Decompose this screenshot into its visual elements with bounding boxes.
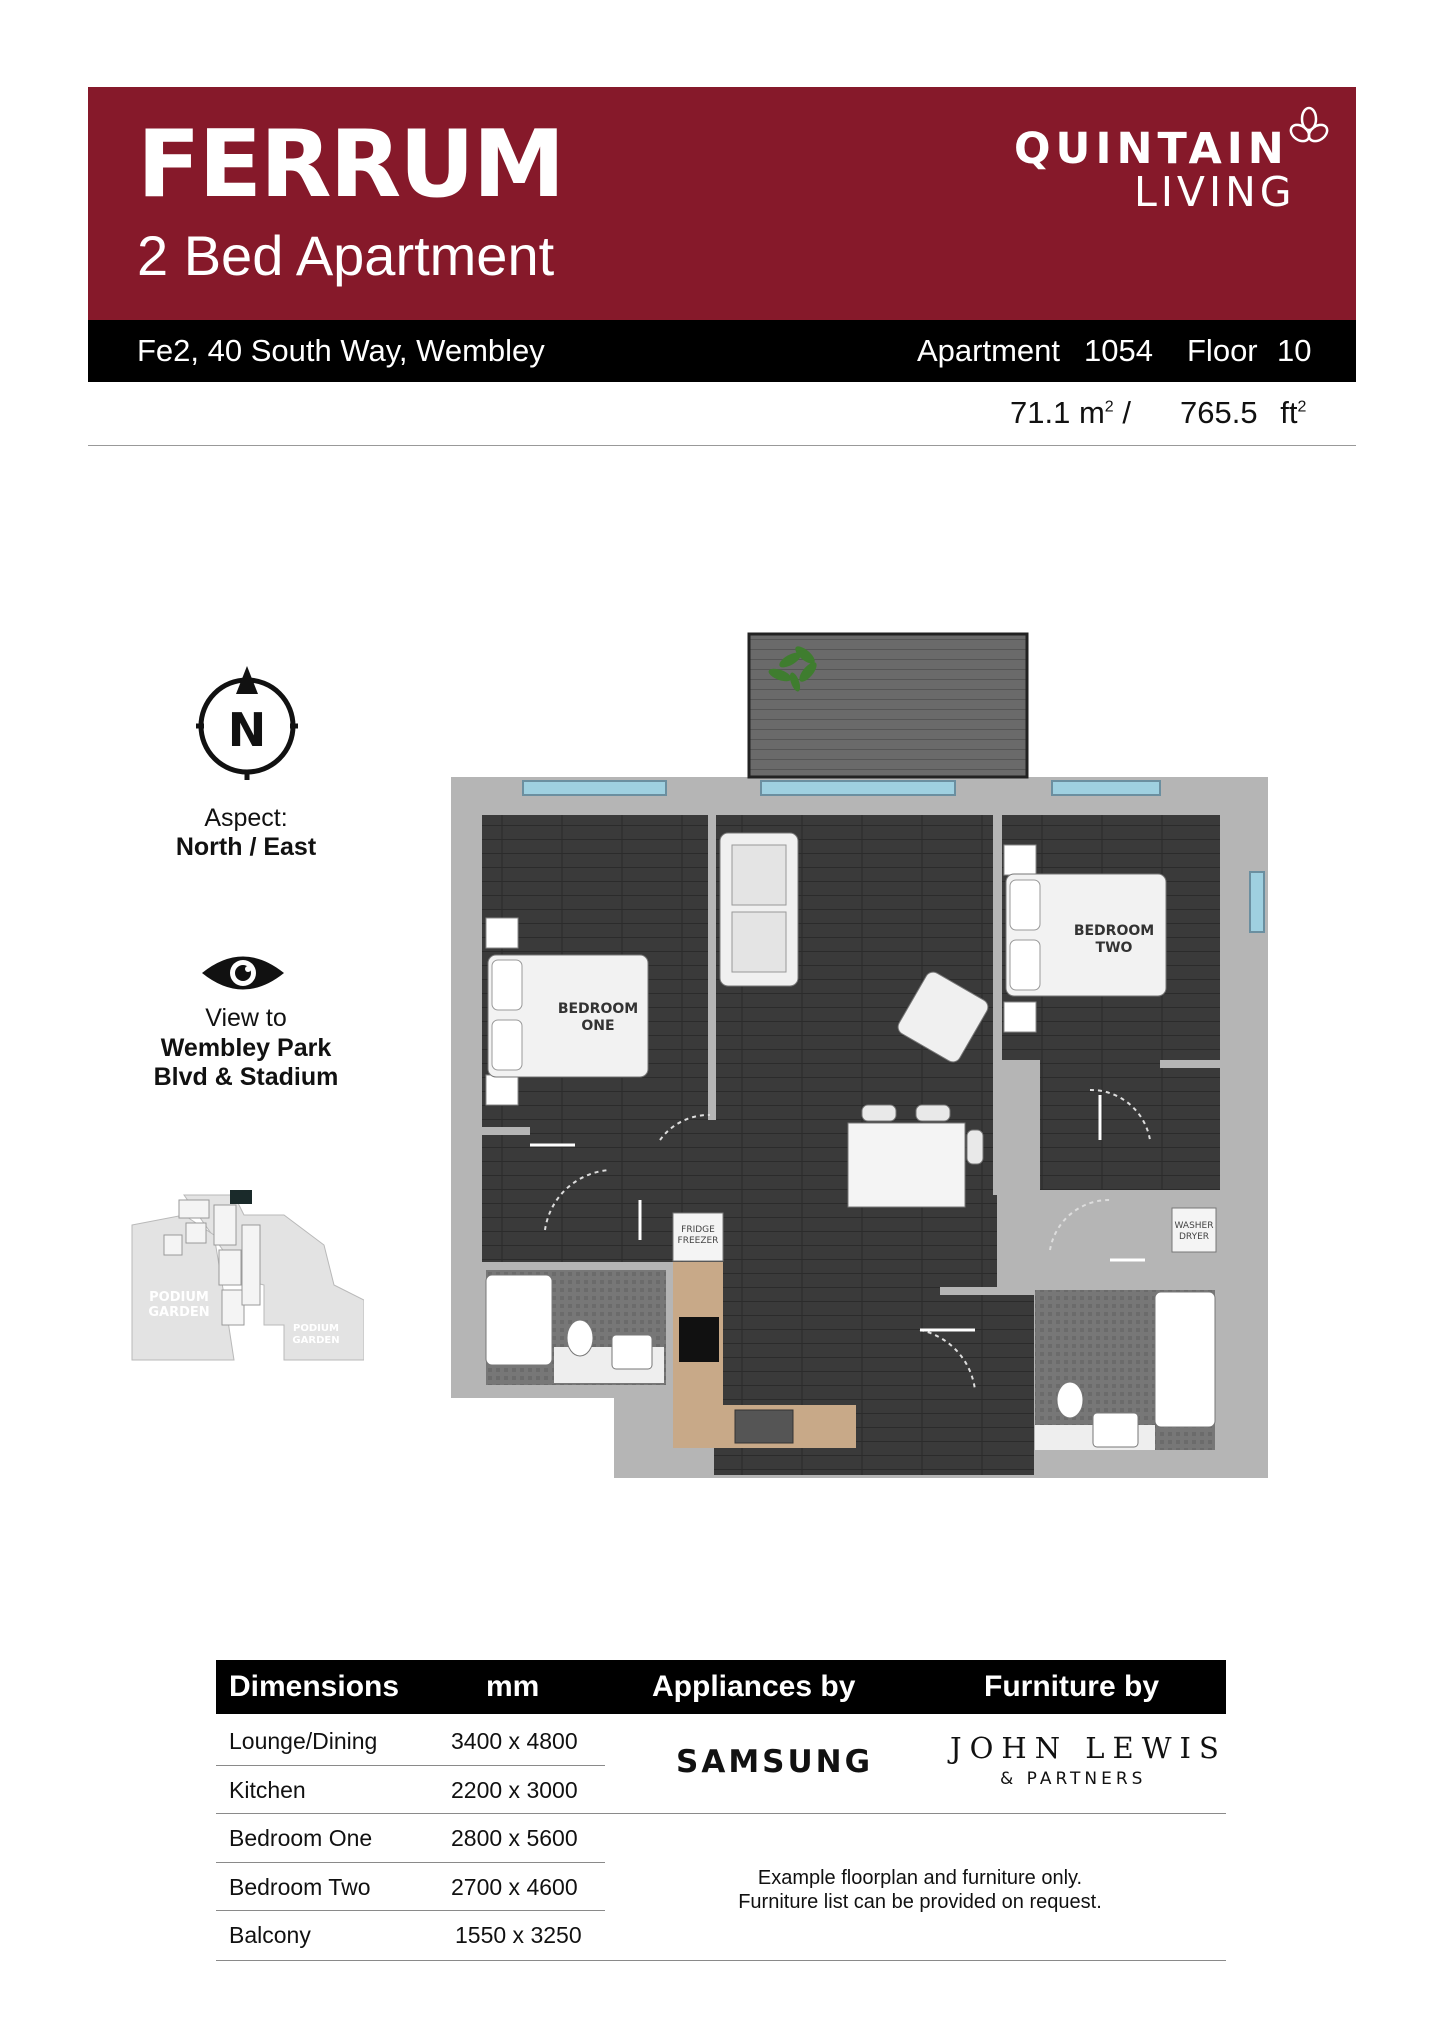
divider (88, 445, 1356, 446)
garden1-l2: GARDEN (148, 1305, 209, 1320)
washer-dryer (1171, 1207, 1217, 1253)
aspect-label: Aspect: (204, 804, 288, 832)
area-sqft: 765.5 ft2 (1180, 397, 1306, 428)
area-separator: / (1122, 395, 1131, 430)
john-lewis-partners: & PARTNERS (1000, 1769, 1147, 1789)
view-line2: Blvd & Stadium (153, 1063, 339, 1091)
fridge-label-l1: FRIDGE (681, 1225, 715, 1235)
area-sqft-value: 765.5 (1180, 395, 1258, 430)
floor-number: 10 (1277, 333, 1312, 368)
area-sqft-unit: ft (1280, 395, 1298, 430)
bedroom-two-bed: BEDROOM TWO (1003, 844, 1167, 1033)
floor-label: Floor (1187, 333, 1258, 368)
row-room: Kitchen (229, 1777, 306, 1803)
apartment-label: Apartment (917, 333, 1061, 368)
quintain-logo-icon (1289, 106, 1329, 143)
bedroom-one-label-l1: BEDROOM (558, 1001, 638, 1017)
development-title: FERRUM (137, 110, 565, 218)
header-banner (88, 87, 1356, 320)
brand-subname: LIVING (1134, 168, 1296, 216)
table-header (216, 1660, 1226, 1714)
garden1-l1: PODIUM (149, 1290, 209, 1305)
row-size: 2800 x 5600 (451, 1825, 578, 1851)
row-room: Balcony (229, 1922, 311, 1948)
area-sqm: 71.1 m2 / (1010, 397, 1131, 428)
garden2-l2: GARDEN (292, 1335, 339, 1346)
apartment-number: 1054 (1084, 333, 1153, 368)
fridge-freezer (672, 1212, 724, 1262)
th-appliances: Appliances by (652, 1670, 856, 1703)
bedroom-one-bed: BEDROOM ONE (485, 917, 649, 1106)
sink (734, 1409, 794, 1444)
address: Fe2, 40 South Way, Wembley (137, 333, 545, 368)
dining-table (847, 1122, 966, 1208)
brand-name: QUINTAIN (1014, 124, 1289, 174)
th-furniture: Furniture by (984, 1670, 1160, 1703)
row-size: 1550 x 3250 (455, 1922, 582, 1948)
bedroom-two-label-l2: TWO (1096, 940, 1133, 956)
row-size: 2200 x 3000 (451, 1777, 578, 1803)
bedroom-one-label-l2: ONE (581, 1018, 614, 1034)
area-sqft-sup: 2 (1297, 398, 1307, 416)
compass-icon: N (196, 666, 298, 780)
row-room: Lounge/Dining (229, 1728, 378, 1754)
th-mm: mm (486, 1670, 540, 1703)
row-divider (216, 1765, 605, 1766)
plant-icon (768, 646, 817, 692)
address-bar (88, 320, 1356, 382)
row-room: Bedroom Two (229, 1874, 371, 1900)
view-label: View to (205, 1004, 287, 1032)
row-divider (216, 1960, 1226, 1961)
samsung-logo: SAMSUNG (676, 1744, 874, 1780)
garden2-l1: PODIUM (293, 1323, 339, 1334)
note-line1: Example floorplan and furniture only. (757, 1867, 1083, 1889)
john-lewis-logo: JOHN LEWIS (950, 1731, 1227, 1765)
fridge-label-l2: FREEZER (678, 1236, 719, 1246)
compass-letter: N (228, 703, 267, 757)
area-sqm-unit: m (1078, 395, 1105, 430)
armchair (897, 971, 989, 1063)
eye-icon (202, 956, 284, 990)
row-size: 2700 x 4600 (451, 1874, 578, 1900)
area-sqm-value: 71.1 (1010, 395, 1071, 430)
note-line2: Furniture list can be provided on reques… (738, 1891, 1102, 1913)
floor-plan: BEDROOM ONE BEDROOM TWO FRIDGE FREEZER W… (451, 632, 1268, 1478)
row-divider (216, 1862, 605, 1863)
apartment-type: 2 Bed Apartment (137, 224, 555, 287)
site-plan: PODIUM GARDEN PODIUM GARDEN (131, 1190, 364, 1361)
row-divider (216, 1813, 1226, 1814)
aspect-value: North / East (175, 833, 317, 861)
washer-label-l1: WASHER (1175, 1221, 1214, 1231)
th-dimensions: Dimensions (229, 1670, 400, 1703)
row-divider (216, 1910, 605, 1911)
bedroom-two-label-l1: BEDROOM (1074, 923, 1154, 939)
row-size: 3400 x 4800 (451, 1728, 578, 1754)
row-room: Bedroom One (229, 1825, 373, 1851)
view-line1: Wembley Park (160, 1034, 332, 1062)
washer-label-l2: DRYER (1179, 1232, 1209, 1242)
hob (679, 1317, 719, 1362)
area-sqm-sup: 2 (1104, 398, 1114, 416)
